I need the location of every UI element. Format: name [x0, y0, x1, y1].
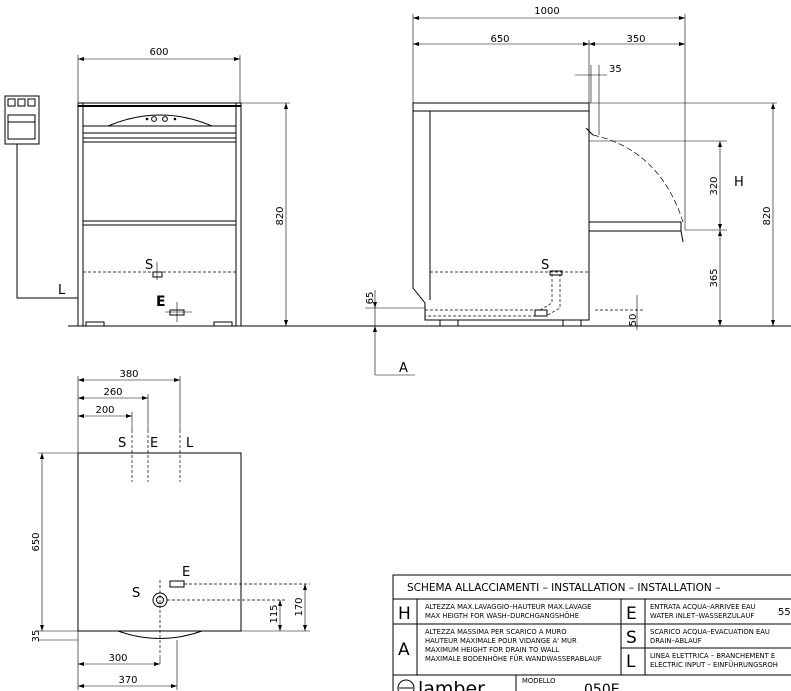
title-block: SCHEMA ALLACCIAMENTI – INSTALLATION – IN… — [392, 574, 791, 691]
plan-dim-370: 370 — [118, 675, 137, 686]
side-height-dim: 820 — [762, 206, 773, 225]
front-drain-label: S — [145, 258, 153, 273]
side-drain-label: S — [541, 258, 549, 273]
brand-logo-text: lamber — [418, 678, 485, 691]
legend-a-line4: MAXIMALE BODENHÖHE FÜR WANDWASSERABLAUF — [425, 654, 602, 663]
legend-e-extra: 55 — [778, 607, 791, 618]
legend-h-line1: ALTEZZA MAX.LAVAGGIO–HAUTEUR MAX.LAVAGE — [425, 603, 591, 611]
legend-s-line2: DRAIN–ABLAUF — [650, 637, 702, 645]
legend-e-line1: ENTRATA ACQUA–ARRIVEE EAU — [650, 603, 756, 611]
side-drain-height-dim: 65 — [365, 292, 376, 305]
front-width-dim: 600 — [149, 47, 168, 58]
legend-e-letter: E — [626, 604, 637, 624]
front-view: 600 S E — [4, 47, 290, 327]
side-view: 1000 650 350 35 S — [365, 6, 777, 376]
plan-view: 380 260 200 S E L 650 35 S E — [31, 369, 310, 690]
side-bottom-dim: 365 — [709, 268, 720, 287]
plan-drain-label: S — [118, 436, 126, 451]
plan-dim-200: 200 — [95, 405, 114, 416]
brand-logo: lamber — [397, 678, 485, 691]
side-door-dim: 350 — [626, 34, 645, 45]
side-depth-dim: 650 — [490, 34, 509, 45]
plan-dim-300: 300 — [108, 653, 127, 664]
side-drain-wall-label: A — [399, 361, 408, 376]
side-total-dim: 1000 — [534, 6, 559, 17]
legend-h-line2: MAX HEIGTH FOR WASH–DURCHGANGSHÖHE — [425, 611, 579, 620]
legend-a-line3: MAXIMUM HEIGHT FOR DRAIN TO WALL — [425, 646, 559, 654]
side-foot-dim: 50 — [628, 314, 639, 327]
model-value: 050E — [584, 682, 620, 691]
legend-s-line1: SCARICO ACQUA–EVACUATION EAU — [650, 628, 770, 636]
plan-dim-380: 380 — [119, 369, 138, 380]
legend-a-line1: ALTEZZA MASSIMA PER SCARICO A MURO — [425, 628, 567, 636]
legend-a-line2: HAUTEUR MAXIMALE POUR VIDANGE A' MUR — [425, 637, 577, 645]
title-block-title: SCHEMA ALLACCIAMENTI – INSTALLATION – IN… — [407, 582, 720, 594]
side-wash-height-label: H — [734, 175, 744, 190]
front-height-dim: 820 — [275, 206, 286, 225]
side-gap-dim: 35 — [609, 64, 622, 75]
plan-inlet-label-2: E — [182, 565, 190, 580]
plan-drain-label-2: S — [132, 586, 140, 601]
plan-dim-260: 260 — [103, 387, 122, 398]
electrical-box — [4, 95, 40, 145]
legend-l-line2: ELECTRIC INPUT – EINFÜHRUNGSROH — [650, 660, 778, 669]
legend-e-line2: WATER INLET–WASSERZULAUF — [650, 612, 754, 620]
legend-h-letter: H — [398, 604, 411, 624]
legend-s-letter: S — [626, 628, 637, 648]
front-electric-label: L — [58, 283, 66, 298]
plan-dim-170: 170 — [294, 597, 305, 616]
legend-l-line1: LINEA ELETTRICA – BRANCHEMENT E — [650, 652, 775, 660]
plan-dim-115: 115 — [269, 604, 280, 623]
plan-dim-35: 35 — [31, 630, 42, 643]
front-inlet-label: E — [156, 294, 166, 310]
plan-dim-650: 650 — [31, 532, 42, 551]
legend-a-letter: A — [398, 640, 410, 660]
control-knobs — [145, 116, 177, 122]
side-opening-dim: 320 — [709, 176, 720, 195]
model-label: MODELLO — [522, 677, 555, 685]
plan-electric-label: L — [186, 436, 194, 451]
legend-l-letter: L — [626, 652, 636, 672]
plan-inlet-label: E — [150, 436, 158, 451]
